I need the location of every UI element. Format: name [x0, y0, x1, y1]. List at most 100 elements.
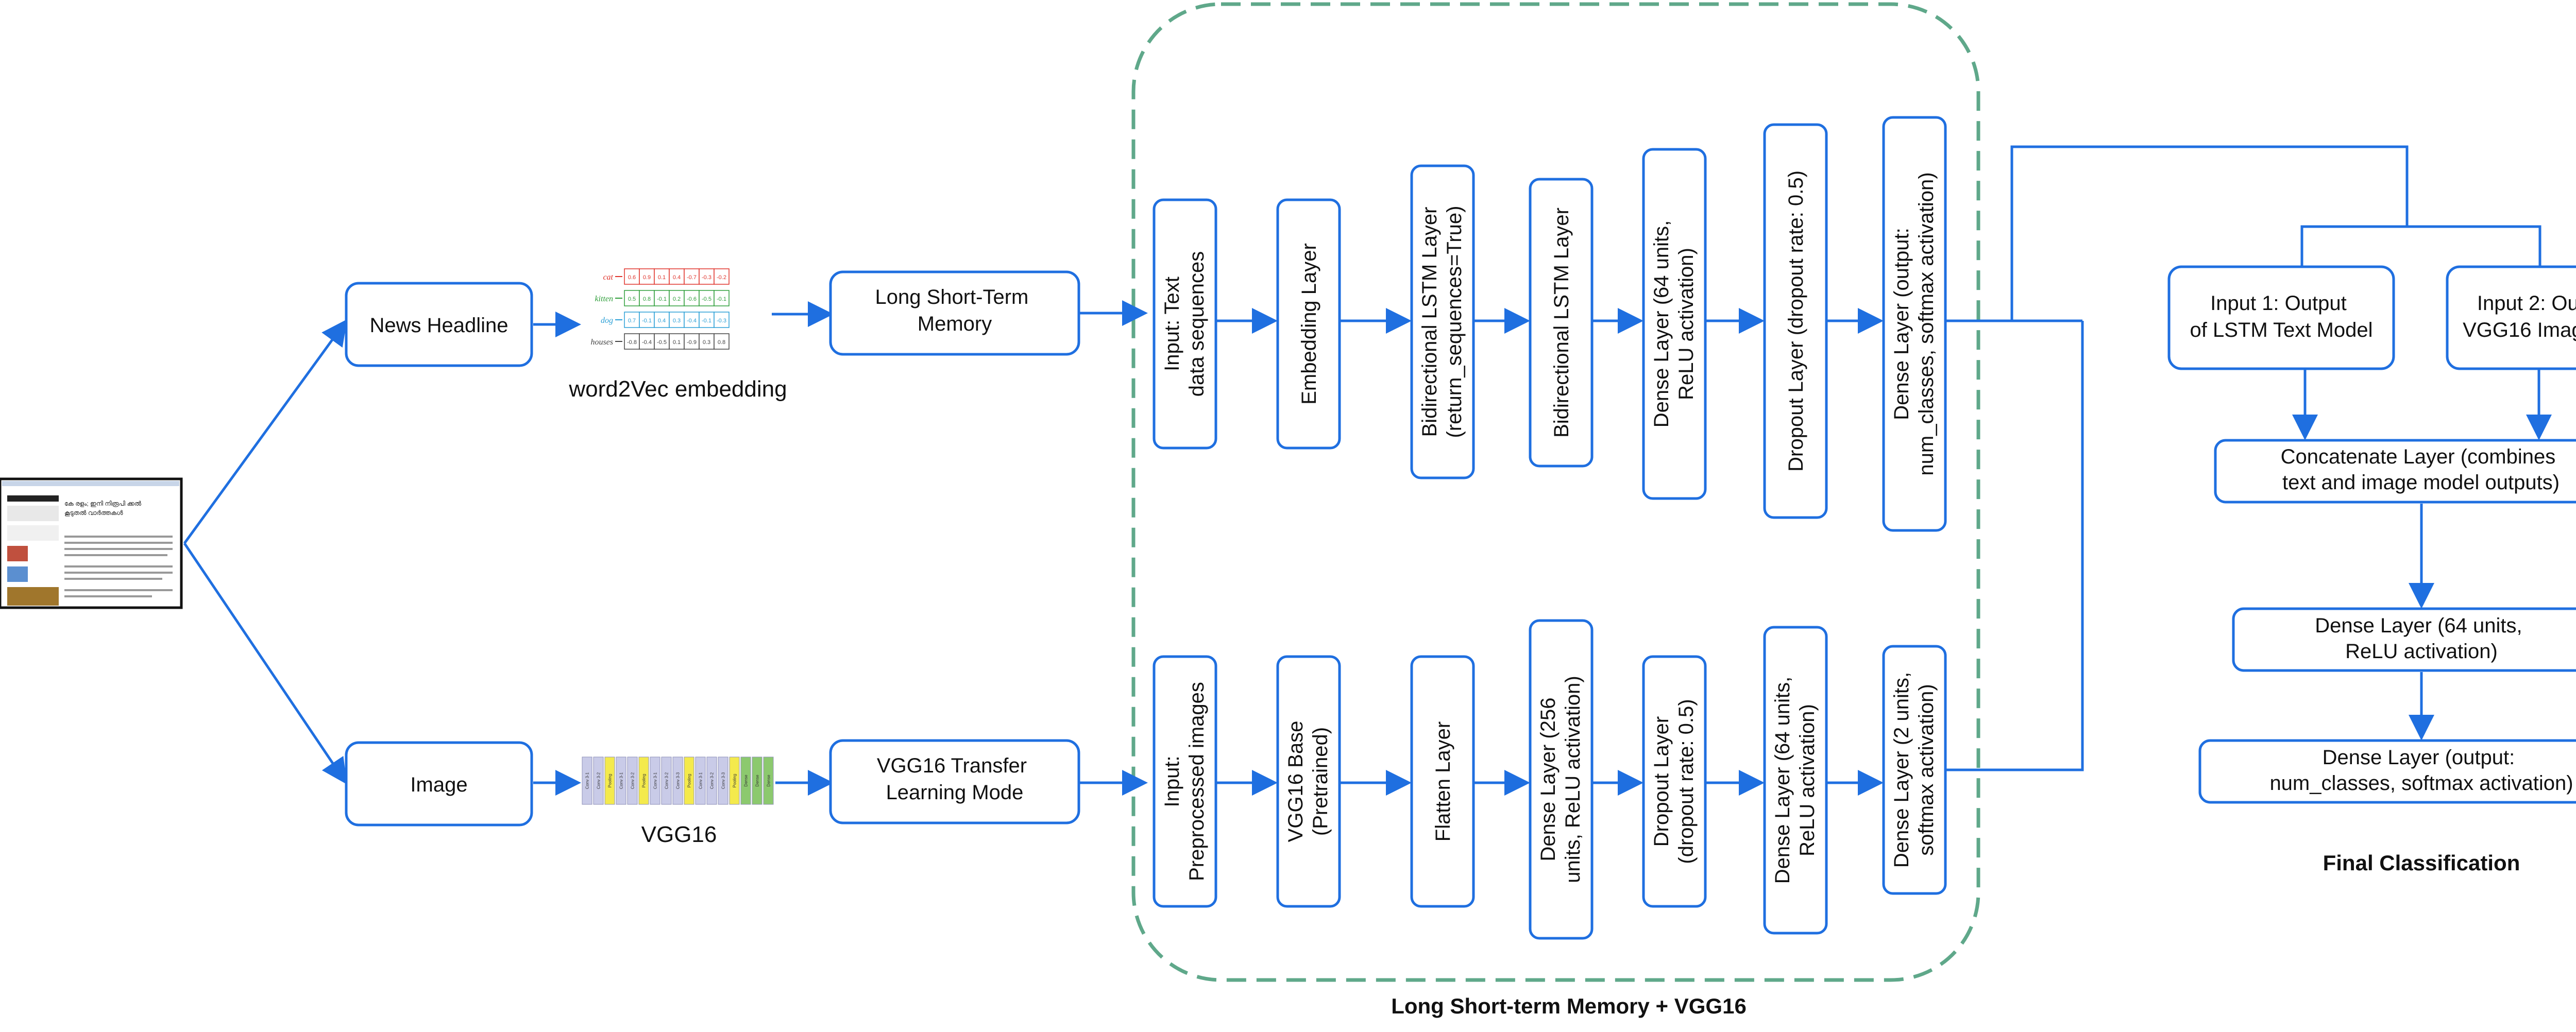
lstm-layer-5: Dense Layer (64 units,ReLU activation): [1642, 148, 1707, 500]
lstm-layer-box: [1529, 178, 1594, 468]
embedding-word: houses: [590, 338, 613, 347]
embedding-cell: [639, 312, 655, 328]
embedding-cell: [684, 312, 700, 328]
embedding-value: -0.5: [657, 339, 667, 346]
embedding-value: 0.8: [718, 339, 725, 346]
embedding-word: dog: [601, 316, 613, 325]
vgg-block-label: Conv 3-1: [585, 772, 590, 789]
embedding-value: 0.3: [673, 318, 681, 324]
vgg-block: [650, 756, 660, 805]
embedding-cell: [699, 333, 715, 350]
vgg-block: [718, 756, 728, 805]
embedding-cell: [714, 268, 730, 285]
vgg-layer-box: [1882, 645, 1947, 895]
embedding-cell: [624, 312, 640, 328]
embedding-value: -0.9: [687, 339, 697, 346]
connector-to-fusion-top: [2010, 145, 2409, 321]
thumbnail-headline-1: കേ രളം; ഇനി നിരൂപി ക്കൽ: [64, 500, 142, 507]
vgg-layer-6: Dense Layer (64 units,ReLU activation): [1763, 626, 1828, 935]
embedding-cell: [669, 290, 685, 306]
embedding-cell: [624, 290, 640, 306]
fusion-input2-box: [2446, 265, 2576, 370]
final-classification-caption: Final Classification: [2323, 851, 2520, 875]
embedding-value: 0.8: [643, 296, 651, 302]
vgg-block-label: Dense: [744, 775, 749, 787]
embedding-cell: [624, 333, 640, 350]
embedding-value: 0.5: [628, 296, 636, 302]
lstm-layer-label: Dropout Layer (dropout rate: 0.5): [1785, 170, 1807, 472]
lstm-layer-label: Bidirectional LSTM Layer(return_sequence…: [1418, 206, 1466, 438]
vgg-block-label: Conv 3-2: [710, 772, 715, 789]
vgg-layer-2: VGG16 Base(Pretrained): [1276, 655, 1341, 908]
lstm-layer-label: Dense Layer (64 units,ReLU activation): [1650, 220, 1698, 427]
vgg-model-label: VGG16 Transfer Learning Mode: [877, 754, 1032, 804]
vgg-block: [729, 756, 740, 805]
vgg-layer-box: [1529, 619, 1594, 940]
vgg-block: [616, 756, 626, 805]
embedding-cell: [714, 290, 730, 306]
embedding-cell: [639, 290, 655, 306]
image-box: [345, 741, 533, 827]
vgg-layer-7: Dense Layer (2 units,softmax activation): [1882, 645, 1947, 895]
embedding-value: 0.2: [673, 296, 681, 302]
embedding-cell: [714, 333, 730, 350]
lstm-model-label: Long Short-Term Memory: [875, 286, 1034, 335]
vgg-block: [752, 756, 762, 805]
embedding-value: -0.3: [702, 274, 711, 281]
vgg-layer-box: [1763, 626, 1828, 935]
news-article-thumbnail: കേ രളം; ഇനി നിരൂപി ക്കൽ കൂടുതൽ വാർത്തകൾ: [0, 477, 183, 609]
fusion-output-label: Dense Layer (output: num_classes, softma…: [2269, 746, 2573, 795]
vgg-block: [684, 756, 694, 805]
embedding-value: -0.4: [642, 339, 652, 346]
edge-to-news-headline: [183, 319, 347, 544]
concat-label: Concatenate Layer (combines text and ima…: [2281, 445, 2562, 494]
vgg-layer-5: Dropout Layer(dropout rate: 0.5): [1642, 655, 1707, 908]
lstm-vgg16-container: [1131, 2, 1980, 982]
lstm-layer-4: Bidirectional LSTM Layer: [1529, 178, 1594, 468]
lstm-layer-box: [1882, 116, 1947, 532]
embedding-cell: [699, 312, 715, 328]
embedding-value: 0.9: [643, 274, 651, 281]
lstm-layer-box: [1276, 198, 1341, 450]
embedding-cell: [699, 290, 715, 306]
vgg-model-box: [829, 739, 1080, 824]
vgg-block-label: Conv 3-1: [653, 772, 658, 789]
embedding-value: -0.7: [687, 274, 697, 281]
fusion-split-bracket: [2300, 225, 2541, 270]
vgg-layer-label: Dense Layer (2 units,softmax activation): [1890, 672, 1938, 868]
vgg-block: [706, 756, 717, 805]
embedding-value: -0.5: [702, 296, 711, 302]
container-caption: Long Short-term Memory + VGG16: [1391, 994, 1747, 1018]
embedding-cell: [669, 312, 685, 328]
vgg-block-label: Conv 3-2: [631, 772, 635, 789]
fusion-dense-box: [2232, 607, 2576, 672]
vgg-block-label: Conv 3-2: [665, 772, 669, 789]
vgg-block: [638, 756, 649, 805]
connector-vgg-output: [1946, 321, 2084, 771]
vgg-layer-label: Dropout Layer(dropout rate: 0.5): [1650, 699, 1698, 864]
vgg-block: [593, 756, 604, 805]
news-headline-label: News Headline: [369, 314, 508, 337]
fusion-input1-label: Input 1: Output of LSTM Text Model: [2190, 292, 2373, 341]
vgg-block: [582, 756, 592, 805]
vgg-block: [627, 756, 638, 805]
lstm-layer-label: Embedding Layer: [1298, 243, 1320, 405]
lstm-layer-2: Embedding Layer: [1276, 198, 1341, 450]
embedding-value: -0.4: [687, 318, 697, 324]
fusion-input2-label: Input 2: Output of VGG16 Image Model: [2463, 292, 2576, 341]
fusion-dense-label: Dense Layer (64 units, ReLU activation): [2315, 614, 2528, 663]
embedding-value: -0.2: [717, 274, 726, 281]
embedding-value: -0.1: [717, 296, 726, 302]
image-label: Image: [410, 773, 467, 796]
embedding-value: -0.8: [627, 339, 637, 346]
vgg-layer-3: Flatten Layer: [1410, 655, 1475, 908]
embedding-cell: [684, 333, 700, 350]
vgg-block: [763, 756, 774, 805]
vgg-block-label: Pooling: [733, 774, 737, 788]
